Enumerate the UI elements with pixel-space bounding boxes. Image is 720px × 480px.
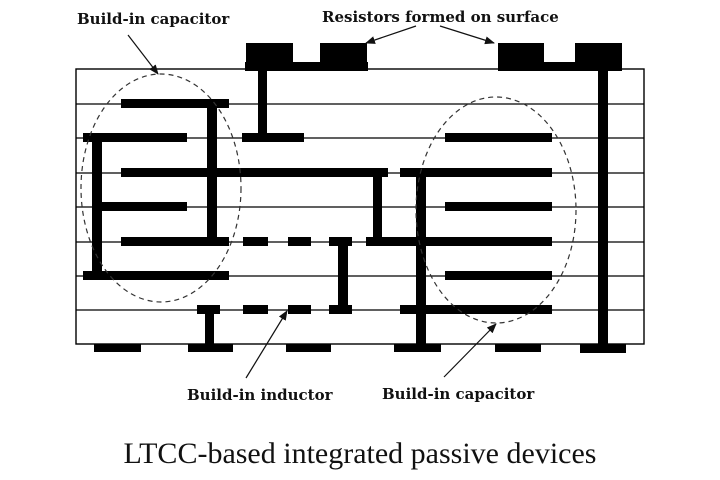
arrow-inductor [245,310,288,379]
resistor-body [498,62,622,71]
capacitor-plate [445,202,552,211]
via [598,70,608,346]
capacitor-left [83,99,233,280]
inductor [197,237,352,346]
capacitor-plate [83,133,187,142]
via [373,173,382,242]
label-capacitor-left: Build-in capacitor [77,10,230,28]
figure-caption: LTCC-based integrated passive devices [124,437,597,470]
bottom-pad [286,344,331,352]
bottom-pad [188,344,233,352]
conductor-trace [242,133,304,142]
inductor-segment [197,305,220,314]
conductor-trace [366,237,418,246]
capacitor-plate [121,168,233,177]
conductor-trace [228,168,388,177]
capacitor-plate [418,237,552,246]
bottom-pad [394,344,441,352]
arrow-resistor-left [365,25,417,44]
inductor-segment [329,305,352,314]
capacitor-plate [121,237,229,246]
interconnect [228,168,418,246]
bottom-pad [495,344,541,352]
bottom-pads [94,344,541,352]
inductor-segment [288,305,311,314]
via [205,310,214,346]
capacitor-right-highlight [415,96,577,324]
via [416,173,426,346]
capacitor-plate [400,305,552,314]
arrow-capacitor-left [127,34,159,75]
label-inductor: Build-in inductor [187,386,334,404]
capacitor-plate [445,133,552,142]
inductor-segment [243,237,268,246]
capacitor-plate [400,168,552,177]
via [258,70,267,138]
label-resistors: Resistors formed on surface [322,8,559,26]
capacitor-plate [95,202,187,211]
via [338,242,348,311]
bottom-pad [580,344,626,353]
capacitor-left-highlight [80,73,242,303]
arrow-capacitor-right [443,323,497,378]
surface-resistor-right [498,43,626,353]
resistor-body [245,62,368,71]
bottom-pad [94,344,141,352]
capacitor-plate [445,271,552,280]
capacitor-plate [83,271,229,280]
arrow-resistor-right [439,25,495,45]
capacitor-plate [121,99,229,108]
capacitor-right [400,133,552,346]
inductor-segment [243,305,268,314]
inductor-segment [329,237,352,246]
label-capacitor-right: Build-in capacitor [382,385,535,403]
inductor-segment [288,237,311,246]
surface-resistor-left [242,43,368,142]
